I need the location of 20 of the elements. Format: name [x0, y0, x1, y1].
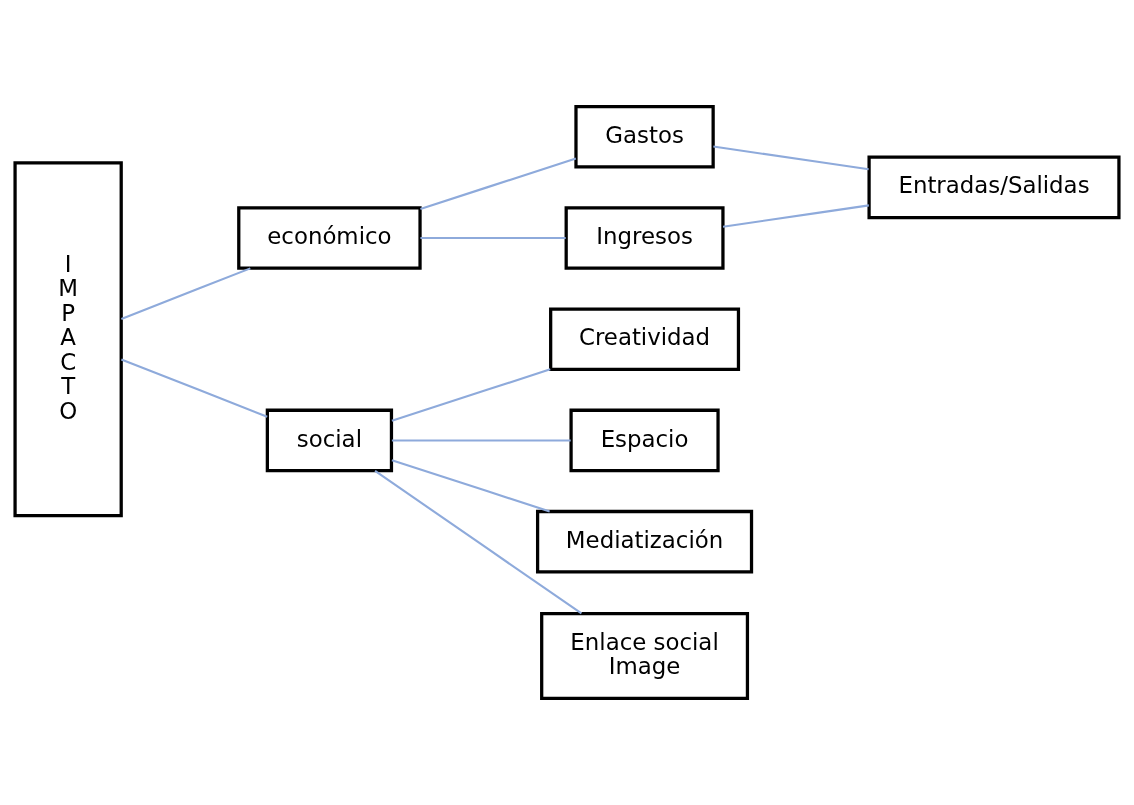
connector: [120, 267, 251, 320]
connector: [391, 459, 550, 513]
node-box: económico: [237, 206, 422, 270]
node-box: Enlace social Image: [540, 611, 750, 701]
connector: [420, 236, 566, 240]
node-box: Gastos: [574, 104, 715, 169]
connector: [391, 368, 551, 422]
connector: [420, 157, 577, 210]
node-box: Entradas/Salidas: [867, 155, 1121, 220]
connector: [120, 358, 268, 418]
node-box: Espacio: [569, 408, 720, 473]
connector: [722, 204, 869, 228]
connector: [713, 145, 869, 171]
node-box: Mediatización: [535, 509, 754, 574]
node-box: Ingresos: [564, 206, 725, 270]
node-box: social: [265, 408, 394, 473]
node-box: Creatividad: [549, 307, 741, 372]
node-box: IMPACTO: [13, 161, 123, 518]
connector: [374, 470, 583, 615]
connector: [391, 439, 571, 442]
